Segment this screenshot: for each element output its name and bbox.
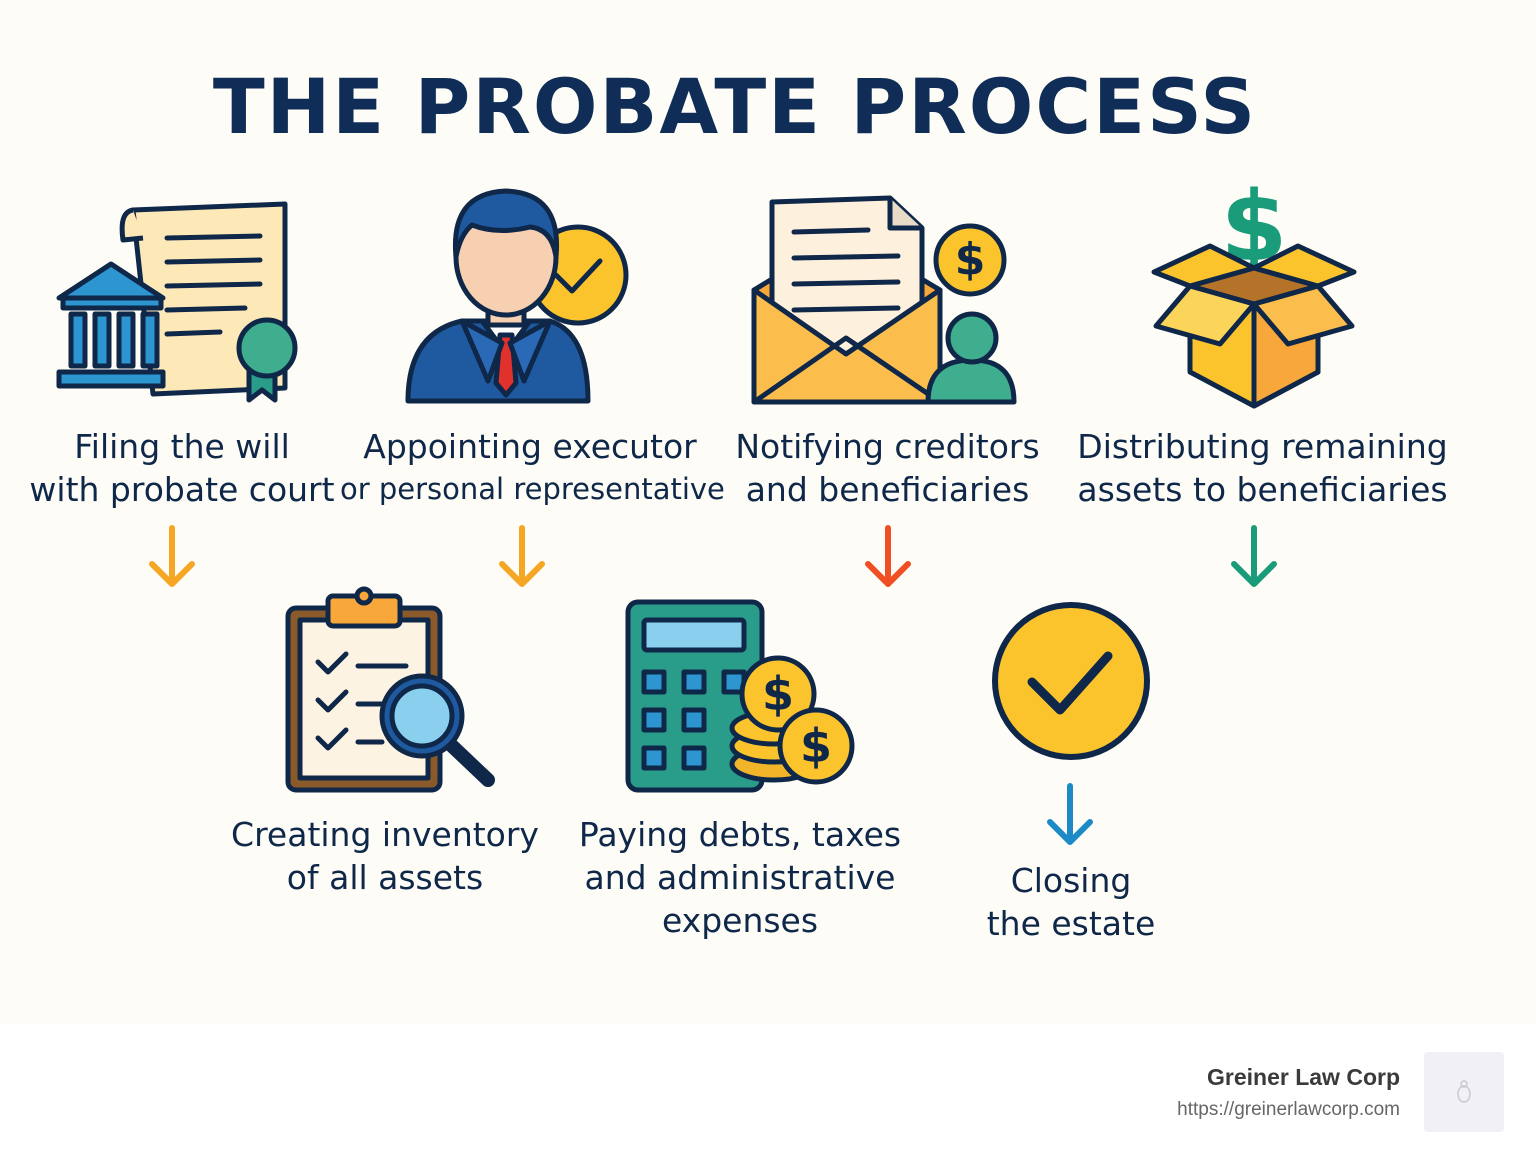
brand-logo <box>1424 1052 1504 1132</box>
brand-url[interactable]: https://greinerlawcorp.com <box>1177 1099 1400 1120</box>
step-label-line: Notifying creditors <box>735 427 1040 466</box>
envelope-notice-icon: $ <box>751 195 1017 405</box>
step-label-line: Creating inventory <box>231 815 539 854</box>
footer <box>0 1024 1536 1154</box>
step-label-appointing: Appointing executor or personal represen… <box>340 425 725 511</box>
step-label-line: with probate court <box>29 470 335 509</box>
down-arrow-icon <box>149 525 195 587</box>
svg-text:$: $ <box>955 234 986 285</box>
step-label-line: Paying debts, taxes <box>578 815 902 854</box>
step-label-distributing: Distributing remaining assets to benefic… <box>1070 425 1455 511</box>
step-label-line: assets to beneficiaries <box>1077 470 1448 509</box>
step-label-line: of all assets <box>286 858 484 897</box>
court-document-icon <box>56 201 298 403</box>
box-dollar-icon: $ <box>1151 176 1357 409</box>
checkmark-circle-icon <box>992 602 1150 760</box>
step-label-line: and administrative <box>584 858 896 897</box>
clipboard-search-icon <box>285 586 495 793</box>
svg-text:$: $ <box>800 719 832 773</box>
svg-text:$: $ <box>762 667 794 721</box>
step-label-line: Filing the will <box>74 427 290 466</box>
step-label-line: Appointing executor <box>363 427 697 466</box>
step-label-filing: Filing the will with probate court <box>22 425 342 511</box>
calculator-coins-icon: $ $ <box>625 599 855 793</box>
logo-mark-icon <box>1457 1080 1471 1103</box>
down-arrow-icon <box>499 525 545 587</box>
down-arrow-icon <box>865 525 911 587</box>
step-label-line: and beneficiaries <box>745 470 1030 509</box>
executor-icon <box>405 188 629 404</box>
step-label-line: Closing <box>1010 861 1132 900</box>
step-label-line: expenses <box>661 901 819 940</box>
step-label-line: or personal representative <box>340 472 725 506</box>
down-arrow-icon <box>1231 525 1277 587</box>
step-label-closing: Closing the estate <box>960 859 1182 945</box>
step-label-notifying: Notifying creditors and beneficiaries <box>725 425 1050 511</box>
page-title: THE PROBATE PROCESS <box>212 62 1258 151</box>
step-label-inventory: Creating inventory of all assets <box>220 813 550 899</box>
step-label-line: the estate <box>986 904 1156 943</box>
down-arrow-icon <box>1047 783 1093 845</box>
step-label-paying: Paying debts, taxes and administrative e… <box>570 813 910 942</box>
brand-block: Greiner Law Corp https://greinerlawcorp.… <box>1177 1064 1400 1121</box>
step-label-line: Distributing remaining <box>1077 427 1448 466</box>
brand-name: Greiner Law Corp <box>1207 1064 1400 1090</box>
